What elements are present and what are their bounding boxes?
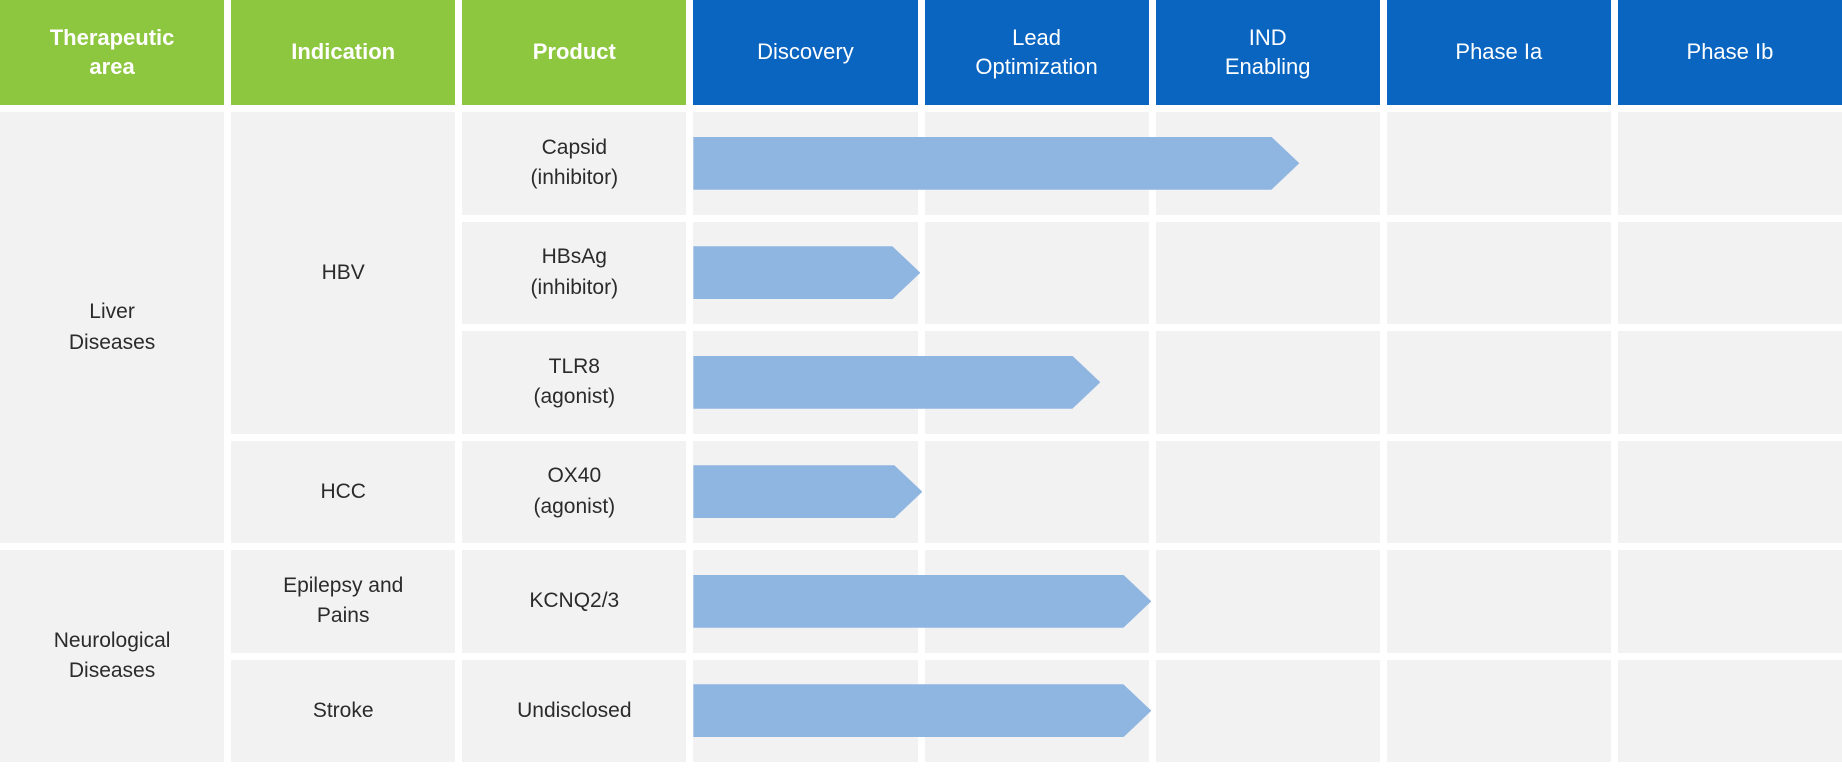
phase-cell xyxy=(1617,659,1842,762)
phase-cell xyxy=(693,550,918,653)
product-cell-capsid-inhibitor: Capsid (inhibitor) xyxy=(462,112,687,215)
phase-cell xyxy=(1386,112,1611,215)
phase-cell xyxy=(1155,221,1380,324)
phase-cell xyxy=(924,659,1149,762)
phase-cell xyxy=(693,112,918,215)
column-header-ind-enabling: IND Enabling xyxy=(1155,0,1380,105)
column-header-discovery: Discovery xyxy=(693,0,918,105)
phase-cell xyxy=(1155,659,1380,762)
indication-cell-hbv: HBV xyxy=(231,112,456,434)
phase-cell xyxy=(1155,550,1380,653)
product-cell-hbsag-inhibitor: HBsAg (inhibitor) xyxy=(462,221,687,324)
column-header-product: Product xyxy=(462,0,687,105)
column-header-lead-optimization: Lead Optimization xyxy=(924,0,1149,105)
indication-cell-stroke: Stroke xyxy=(231,659,456,762)
phase-cell xyxy=(924,331,1149,434)
indication-cell-epilepsy-and-pains: Epilepsy and Pains xyxy=(231,550,456,653)
column-header-phase-ib: Phase Ib xyxy=(1617,0,1842,105)
column-header-therapeutic-area: Therapeutic area xyxy=(0,0,225,105)
phase-cell xyxy=(1617,112,1842,215)
indication-cell-hcc: HCC xyxy=(231,440,456,543)
phase-cell xyxy=(693,331,918,434)
phase-cell xyxy=(1617,440,1842,543)
phase-cell xyxy=(1155,112,1380,215)
product-cell-tlr8-agonist: TLR8 (agonist) xyxy=(462,331,687,434)
phase-cell xyxy=(1386,659,1611,762)
phase-cell xyxy=(693,440,918,543)
column-header-phase-ia: Phase Ia xyxy=(1386,0,1611,105)
phase-cell xyxy=(924,440,1149,543)
phase-cell xyxy=(1155,331,1380,434)
phase-cell xyxy=(1386,440,1611,543)
phase-cell xyxy=(924,112,1149,215)
phase-cell xyxy=(1617,221,1842,324)
phase-cell xyxy=(924,550,1149,653)
area-cell-neurological-diseases: Neurological Diseases xyxy=(0,550,225,762)
phase-cell xyxy=(924,221,1149,324)
product-cell-ox40-agonist: OX40 (agonist) xyxy=(462,440,687,543)
product-cell-undisclosed: Undisclosed xyxy=(462,659,687,762)
phase-cell xyxy=(693,221,918,324)
phase-cell xyxy=(1386,550,1611,653)
phase-cell xyxy=(1617,550,1842,653)
phase-cell xyxy=(693,659,918,762)
phase-cell xyxy=(1386,331,1611,434)
product-cell-kcnq23: KCNQ2/3 xyxy=(462,550,687,653)
column-header-indication: Indication xyxy=(231,0,456,105)
phase-cell xyxy=(1617,331,1842,434)
phase-cell xyxy=(1155,440,1380,543)
area-cell-liver-diseases: Liver Diseases xyxy=(0,112,225,543)
phase-cell xyxy=(1386,221,1611,324)
